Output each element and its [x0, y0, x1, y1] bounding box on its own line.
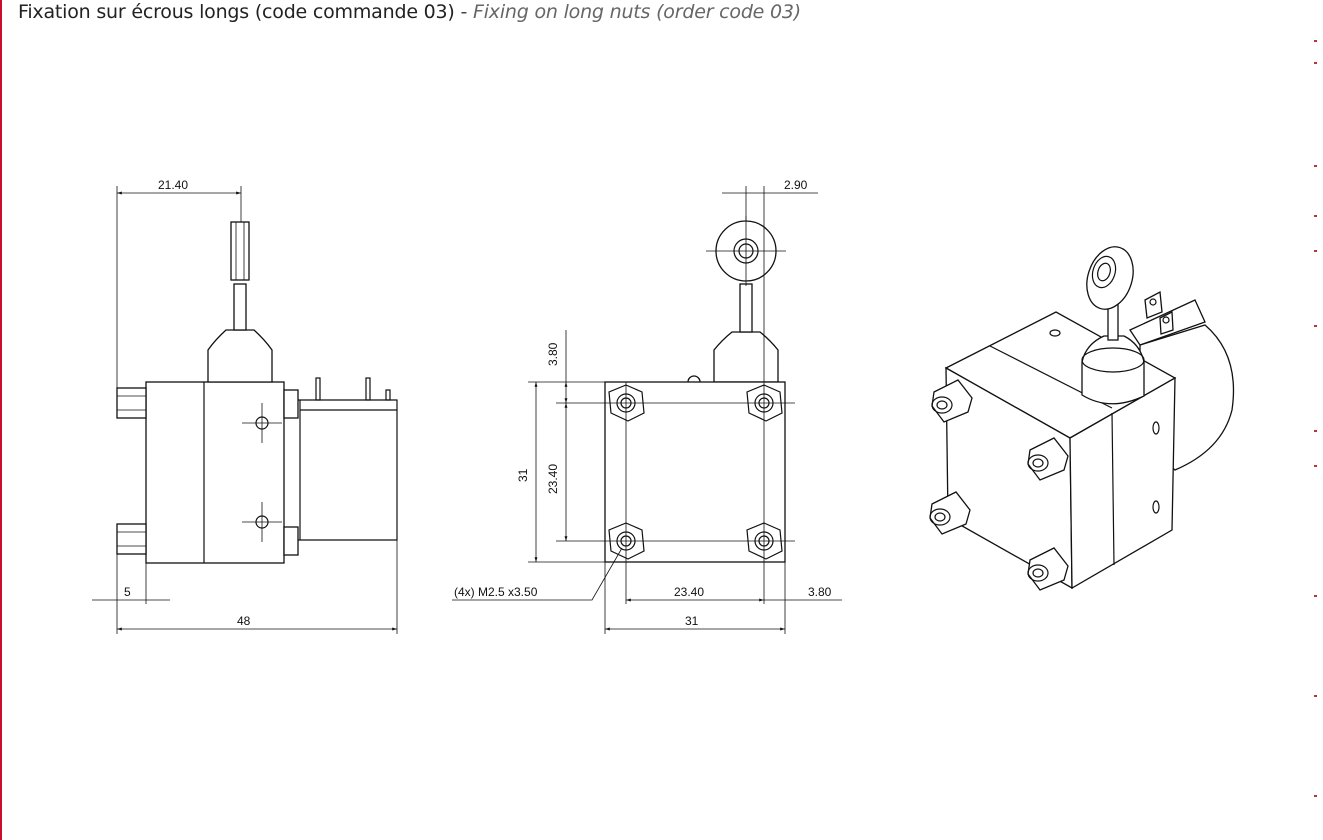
thread-leader [452, 547, 623, 601]
page-title: Fixation sur écrous longs (code commande… [18, 1, 801, 23]
left-accent-rule [0, 0, 2, 840]
title-english: Fixing on long nuts (order code 03) [473, 1, 801, 23]
dim-front-v-top: 3.80 [546, 342, 560, 366]
side-nut-bottom [116, 523, 147, 555]
iso-pulley [1086, 246, 1134, 310]
dim-front-v-mid: 23.40 [546, 464, 560, 494]
front-view: 2.90 3.80 31 23.40 (4x) M2.5 x3.50 23.40… [452, 178, 842, 634]
side-view: 21.40 5 48 [92, 178, 398, 634]
title-french: Fixation sur écrous longs (code commande… [18, 1, 455, 23]
iso-nut-3 [929, 491, 971, 535]
dim-front-v-total: 31 [516, 468, 530, 482]
side-cable-cone [207, 329, 273, 383]
iso-nut-1 [931, 379, 973, 423]
right-edge-marks [1314, 0, 1317, 840]
dim-front-h-total: 31 [685, 614, 699, 628]
front-cable-cone [713, 331, 779, 383]
dim-side-top: 21.40 [158, 178, 188, 192]
side-body [145, 381, 285, 564]
side-cable-clevis [230, 221, 250, 281]
dim-side-bottom: 48 [237, 614, 251, 628]
dim-front-h-mid: 23.40 [674, 585, 704, 599]
iso-cable-cone [1081, 335, 1145, 405]
thread-note: (4x) M2.5 x3.50 [454, 585, 538, 599]
side-nut-top [116, 387, 147, 419]
isometric-view [929, 246, 1235, 591]
iso-nut-2 [1027, 437, 1069, 481]
front-body [604, 381, 786, 563]
iso-nut-4 [1027, 547, 1069, 591]
dim-side-left: 5 [124, 585, 131, 599]
title-separator: - [454, 1, 473, 23]
side-housing [284, 399, 398, 541]
dim-front-top: 2.90 [784, 178, 808, 192]
dim-front-h-right: 3.80 [808, 585, 832, 599]
